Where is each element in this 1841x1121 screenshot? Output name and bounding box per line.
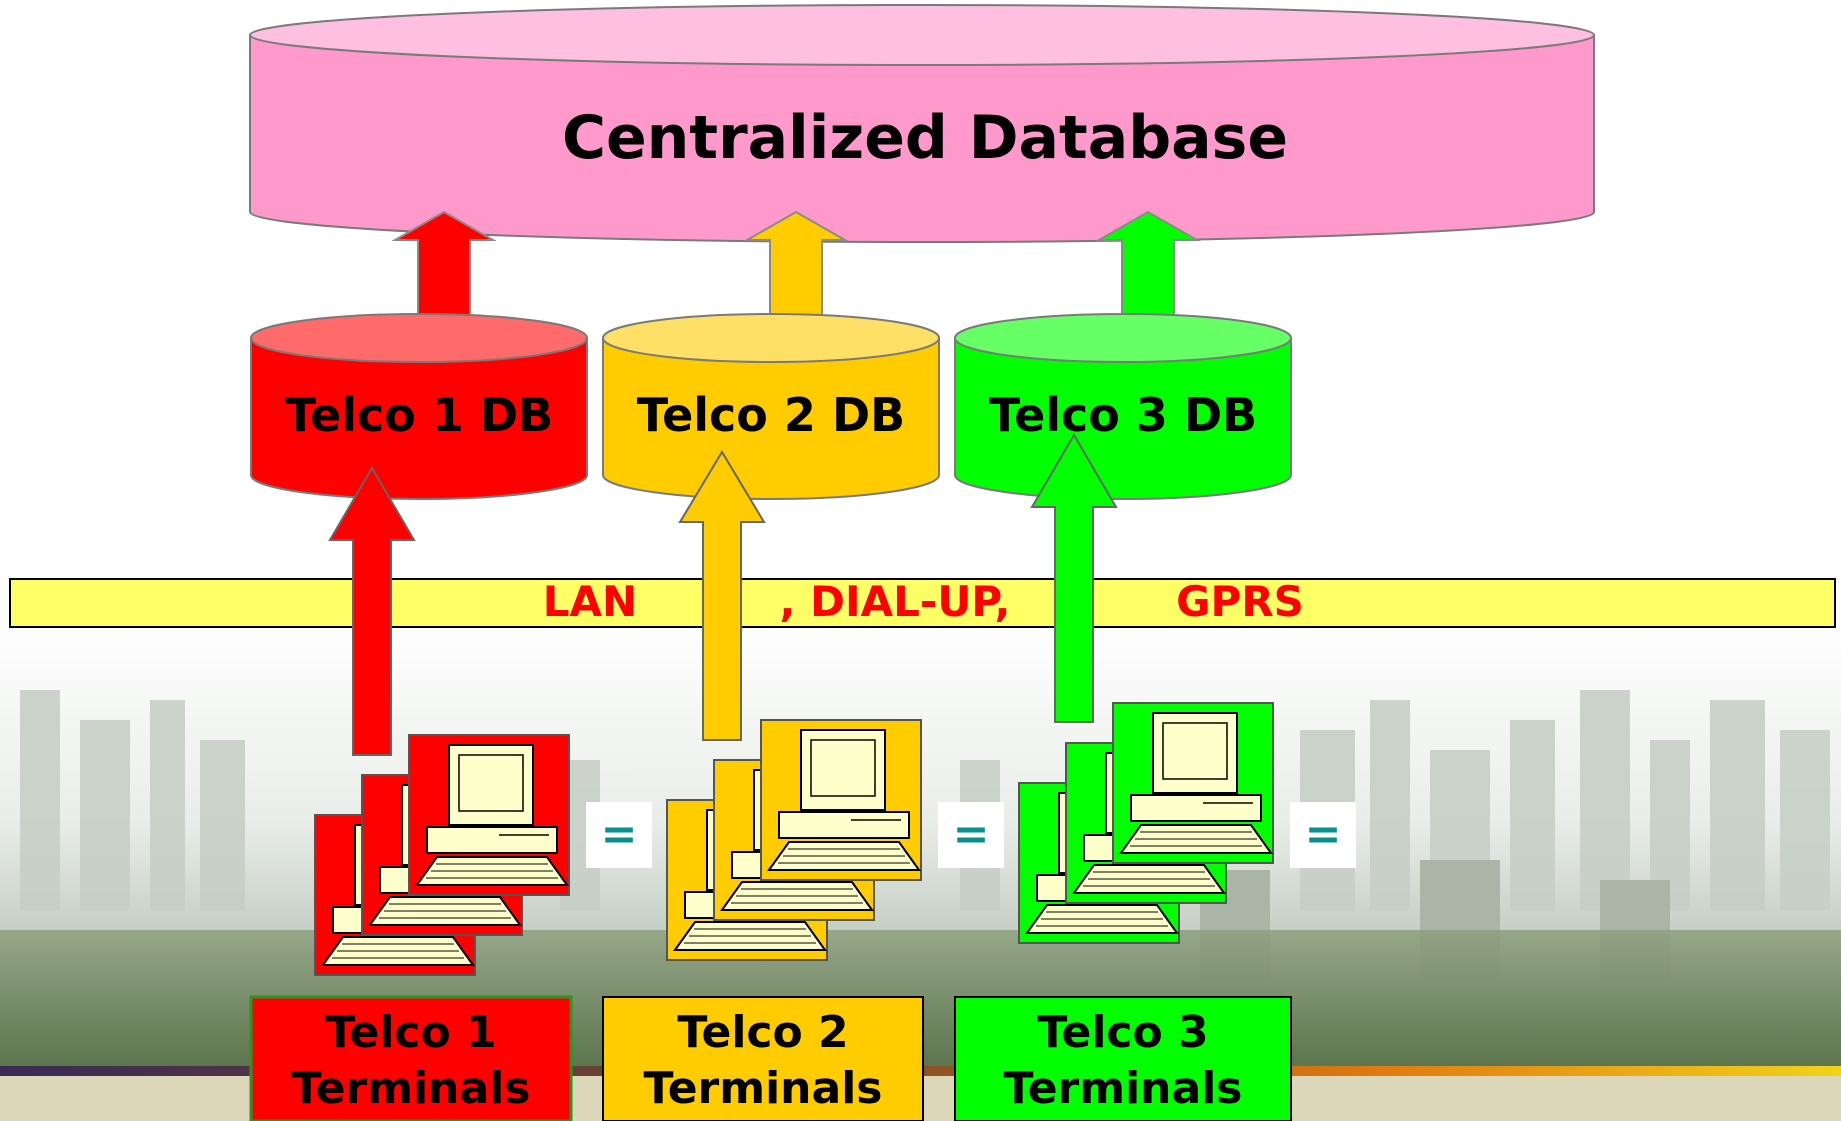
telco1-db-label: Telco 1 DB: [284, 388, 554, 442]
telco1-db-cylinder: [250, 313, 588, 500]
terminals3-computer-3-icon: [1112, 702, 1274, 864]
central-database-title: Centralized Database: [561, 103, 1289, 173]
terminals2-label-box: [602, 996, 924, 1121]
terminals3-label-box: [954, 996, 1292, 1121]
network-lan-label: LAN: [542, 577, 638, 626]
city-background: [0, 620, 1841, 1121]
terminals1-computer-3-icon: [408, 734, 570, 896]
telco3-db-label: Telco 3 DB: [988, 388, 1258, 442]
equals-sign-3: =: [1290, 802, 1356, 868]
terminals3-label-line1: Telco 3: [1037, 1007, 1209, 1058]
terminals1-label-line2: Terminals: [291, 1063, 531, 1114]
telco3-db-cylinder: [954, 313, 1292, 500]
equals-sign-2: =: [938, 802, 1004, 868]
central-database-cylinder: [249, 4, 1595, 243]
terminals3-label-line2: Terminals: [1003, 1063, 1243, 1114]
network-dialup-label: , DIAL-UP,: [779, 577, 1011, 626]
arrow-terminals2-to-db: [678, 450, 766, 741]
arrow-telco1-to-central: [391, 210, 497, 323]
arrow-telco3-to-central: [1095, 210, 1201, 323]
network-band: [9, 578, 1836, 628]
network-gprs-label: GPRS: [1176, 577, 1304, 626]
terminals2-computer-3-icon: [760, 719, 922, 881]
equals-sign-1: =: [586, 802, 652, 868]
arrow-terminals3-to-db: [1030, 433, 1118, 723]
arrow-telco2-to-central: [743, 210, 849, 323]
terminals2-label-line2: Terminals: [643, 1063, 883, 1114]
terminals1-label-line1: Telco 1: [325, 1007, 497, 1058]
telco2-db-cylinder: [602, 313, 940, 500]
telco2-db-label: Telco 2 DB: [636, 388, 906, 442]
terminals1-label-box: [249, 995, 573, 1121]
terminals2-label-line1: Telco 2: [677, 1007, 849, 1058]
arrow-terminals1-to-db: [328, 466, 416, 756]
